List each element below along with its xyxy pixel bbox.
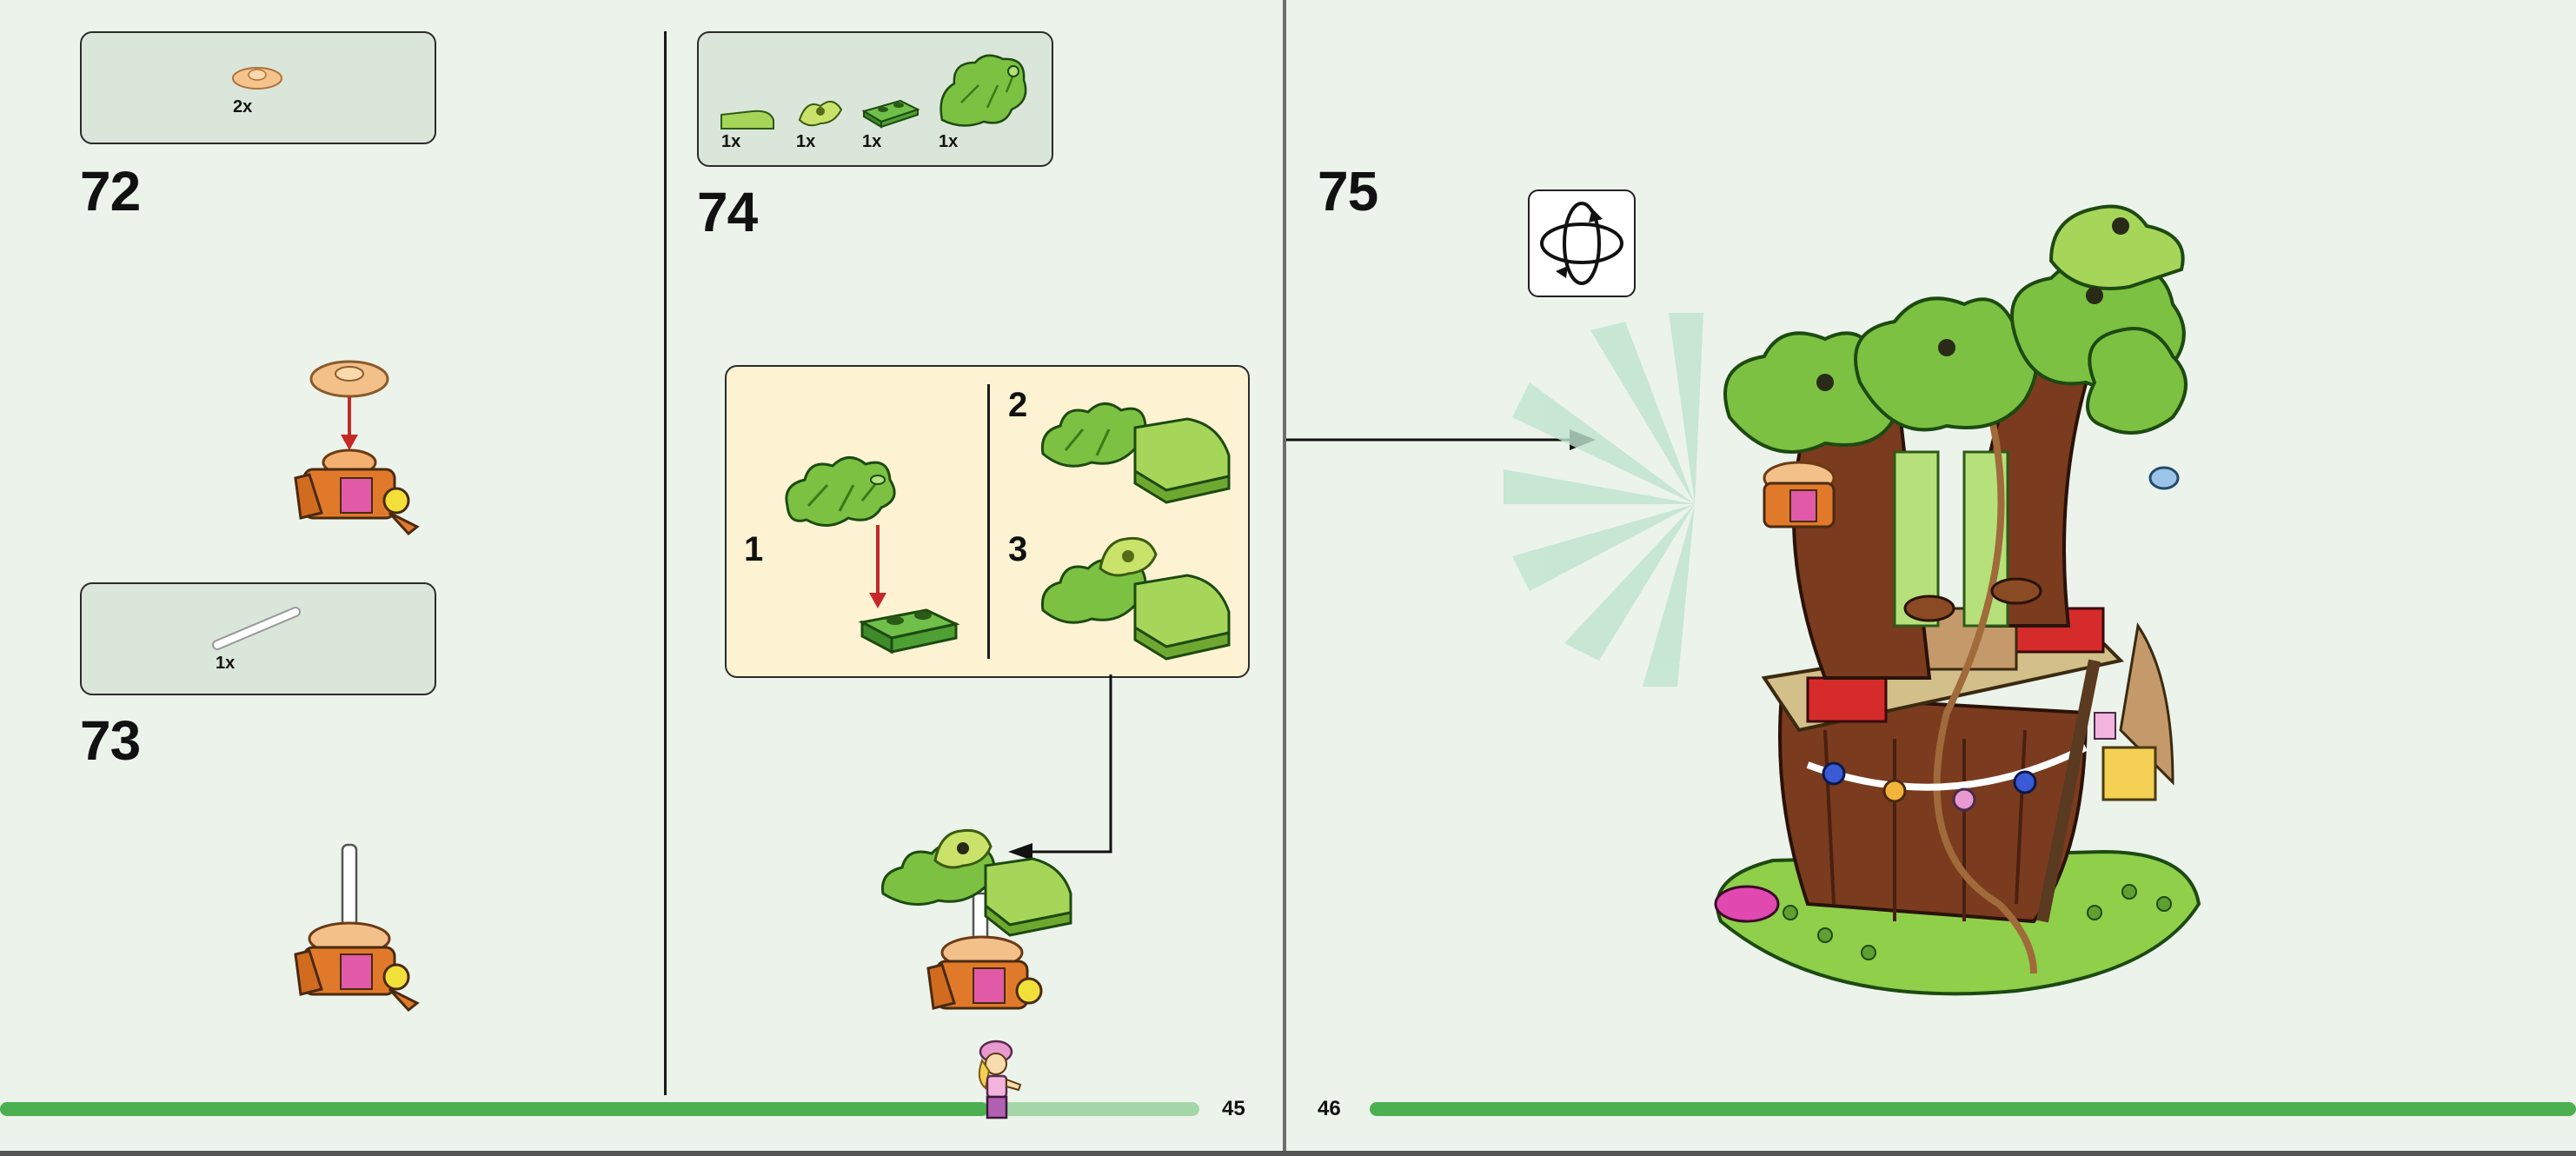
step-72-parts-box: 2x — [80, 31, 436, 144]
lime-leaf-element-icon — [798, 100, 843, 127]
step-74-number: 74 — [697, 181, 758, 243]
part-quantity: 2x — [233, 97, 253, 116]
page-number-left: 45 — [1222, 1097, 1245, 1120]
page-number-right: 46 — [1318, 1097, 1341, 1120]
part-quantity: 1x — [721, 132, 741, 151]
substep-3-number: 3 — [1008, 530, 1028, 568]
substep-2-number: 2 — [1008, 386, 1028, 424]
substep-1-illustration — [785, 456, 960, 654]
right-page: 75 — [1286, 0, 2576, 1151]
step-73-assembly-illustration — [294, 843, 420, 1013]
step-75-number: 75 — [1318, 160, 1378, 223]
lime-curved-slope-icon — [720, 110, 774, 130]
substep-3-illustration — [1040, 536, 1231, 661]
part-quantity: 1x — [862, 132, 882, 151]
column-divider — [664, 31, 667, 1095]
substep-2-illustration — [1040, 402, 1231, 504]
progress-bar-fill-right — [1370, 1102, 2576, 1116]
step-74-assembly-illustration — [880, 828, 1072, 1010]
highlight-burst — [1504, 313, 1703, 687]
substep-1-number: 1 — [744, 530, 764, 568]
step-72-number: 72 — [80, 160, 141, 223]
minifigure-progress-marker-icon — [978, 1040, 1022, 1119]
step-73-number: 73 — [80, 709, 141, 772]
green-plate-1x2-icon — [861, 99, 920, 129]
trans-orange-round-dish-icon — [232, 67, 282, 90]
step-73-parts-box: 1x — [80, 582, 436, 695]
left-page: 2x 72 1x 73 — [0, 0, 1283, 1151]
step-72-assembly-illustration — [294, 360, 420, 536]
rotate-model-icon — [1528, 189, 1636, 297]
step-74-parts-box: 1x 1x 1x 1x — [697, 31, 1053, 167]
page-bottom-edge — [0, 1151, 2576, 1156]
part-quantity: 1x — [796, 132, 816, 151]
treehouse-model-illustration — [1714, 204, 2201, 996]
callout-divider — [987, 384, 990, 659]
green-leaf-bush-icon — [939, 54, 1027, 127]
progress-bar-fill-left — [0, 1102, 988, 1116]
sub-assembly-callout: 1 2 3 — [725, 365, 1250, 678]
callout-connector-arrow — [1008, 674, 1112, 860]
book-gutter — [1283, 0, 1286, 1156]
part-quantity: 1x — [216, 654, 236, 673]
trans-clear-bar-icon — [212, 607, 301, 650]
part-quantity: 1x — [939, 132, 959, 151]
